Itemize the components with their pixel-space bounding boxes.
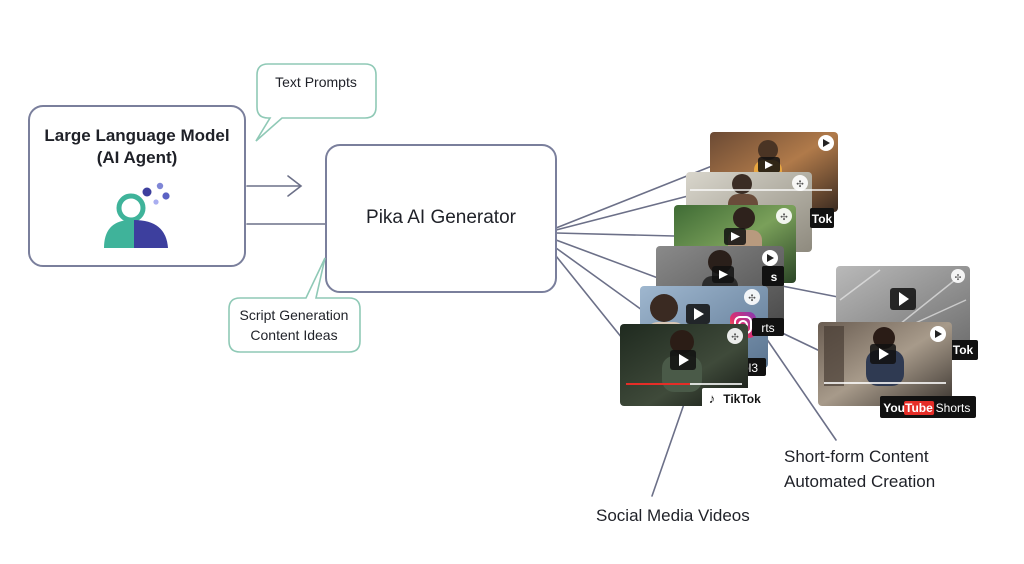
svg-text:♪: ♪	[709, 391, 716, 406]
svg-text:s: s	[771, 270, 778, 284]
llm-title-line1: Large Language Model	[44, 126, 229, 145]
leader-social-media	[651, 403, 685, 497]
svg-text:✣: ✣	[955, 273, 962, 282]
leader-short-form	[765, 337, 837, 441]
partial-tok-label: Tok	[812, 212, 833, 226]
arrow-to-generator	[246, 175, 303, 197]
fan-line-2	[555, 195, 689, 231]
video-card-youtube[interactable]: YouTube Shorts	[818, 322, 976, 418]
svg-text:✣: ✣	[748, 293, 756, 303]
youtube-brand-label: YouTube	[883, 401, 933, 415]
svg-text:✣: ✣	[796, 179, 804, 189]
script-generation-bubble: Script Generation Content Ideas	[228, 257, 361, 353]
ai-agent-icon	[104, 182, 170, 248]
text-prompts-bubble: Text Prompts	[255, 63, 377, 142]
short-form-line1: Short-form Content	[784, 447, 929, 466]
youtube-red-pill	[904, 401, 935, 415]
tiktok-label: TikTok	[723, 392, 761, 406]
youtube-shorts-label: Shorts	[936, 401, 971, 415]
text-prompts-label: Text Prompts	[275, 74, 357, 90]
generator-box: Pika AI Generator	[325, 144, 557, 293]
fan-line-6	[555, 255, 623, 339]
svg-text:✣: ✣	[780, 212, 788, 222]
tiktok-icon: ♪	[709, 391, 716, 406]
partial-shorts-label: rts	[761, 321, 774, 335]
generator-label: Pika AI Generator	[366, 207, 517, 228]
llm-box: Large Language Model (AI Agent)	[28, 105, 246, 267]
fan-line-4	[555, 239, 659, 279]
connector-to-right-card	[781, 285, 839, 298]
script-line2: Content Ideas	[250, 327, 337, 343]
fan-line-3	[555, 232, 675, 237]
social-media-label: Social Media Videos	[596, 506, 750, 525]
right-partial-tok-label: Tok	[953, 343, 974, 357]
llm-title-line2: (AI Agent)	[97, 148, 178, 167]
short-form-line2: Automated Creation	[784, 472, 935, 491]
script-line1: Script Generation	[240, 307, 349, 323]
svg-text:✣: ✣	[731, 332, 739, 342]
fan-line-5	[555, 247, 643, 311]
video-card-front[interactable]: ✣ ♪ TikTok	[620, 324, 766, 408]
